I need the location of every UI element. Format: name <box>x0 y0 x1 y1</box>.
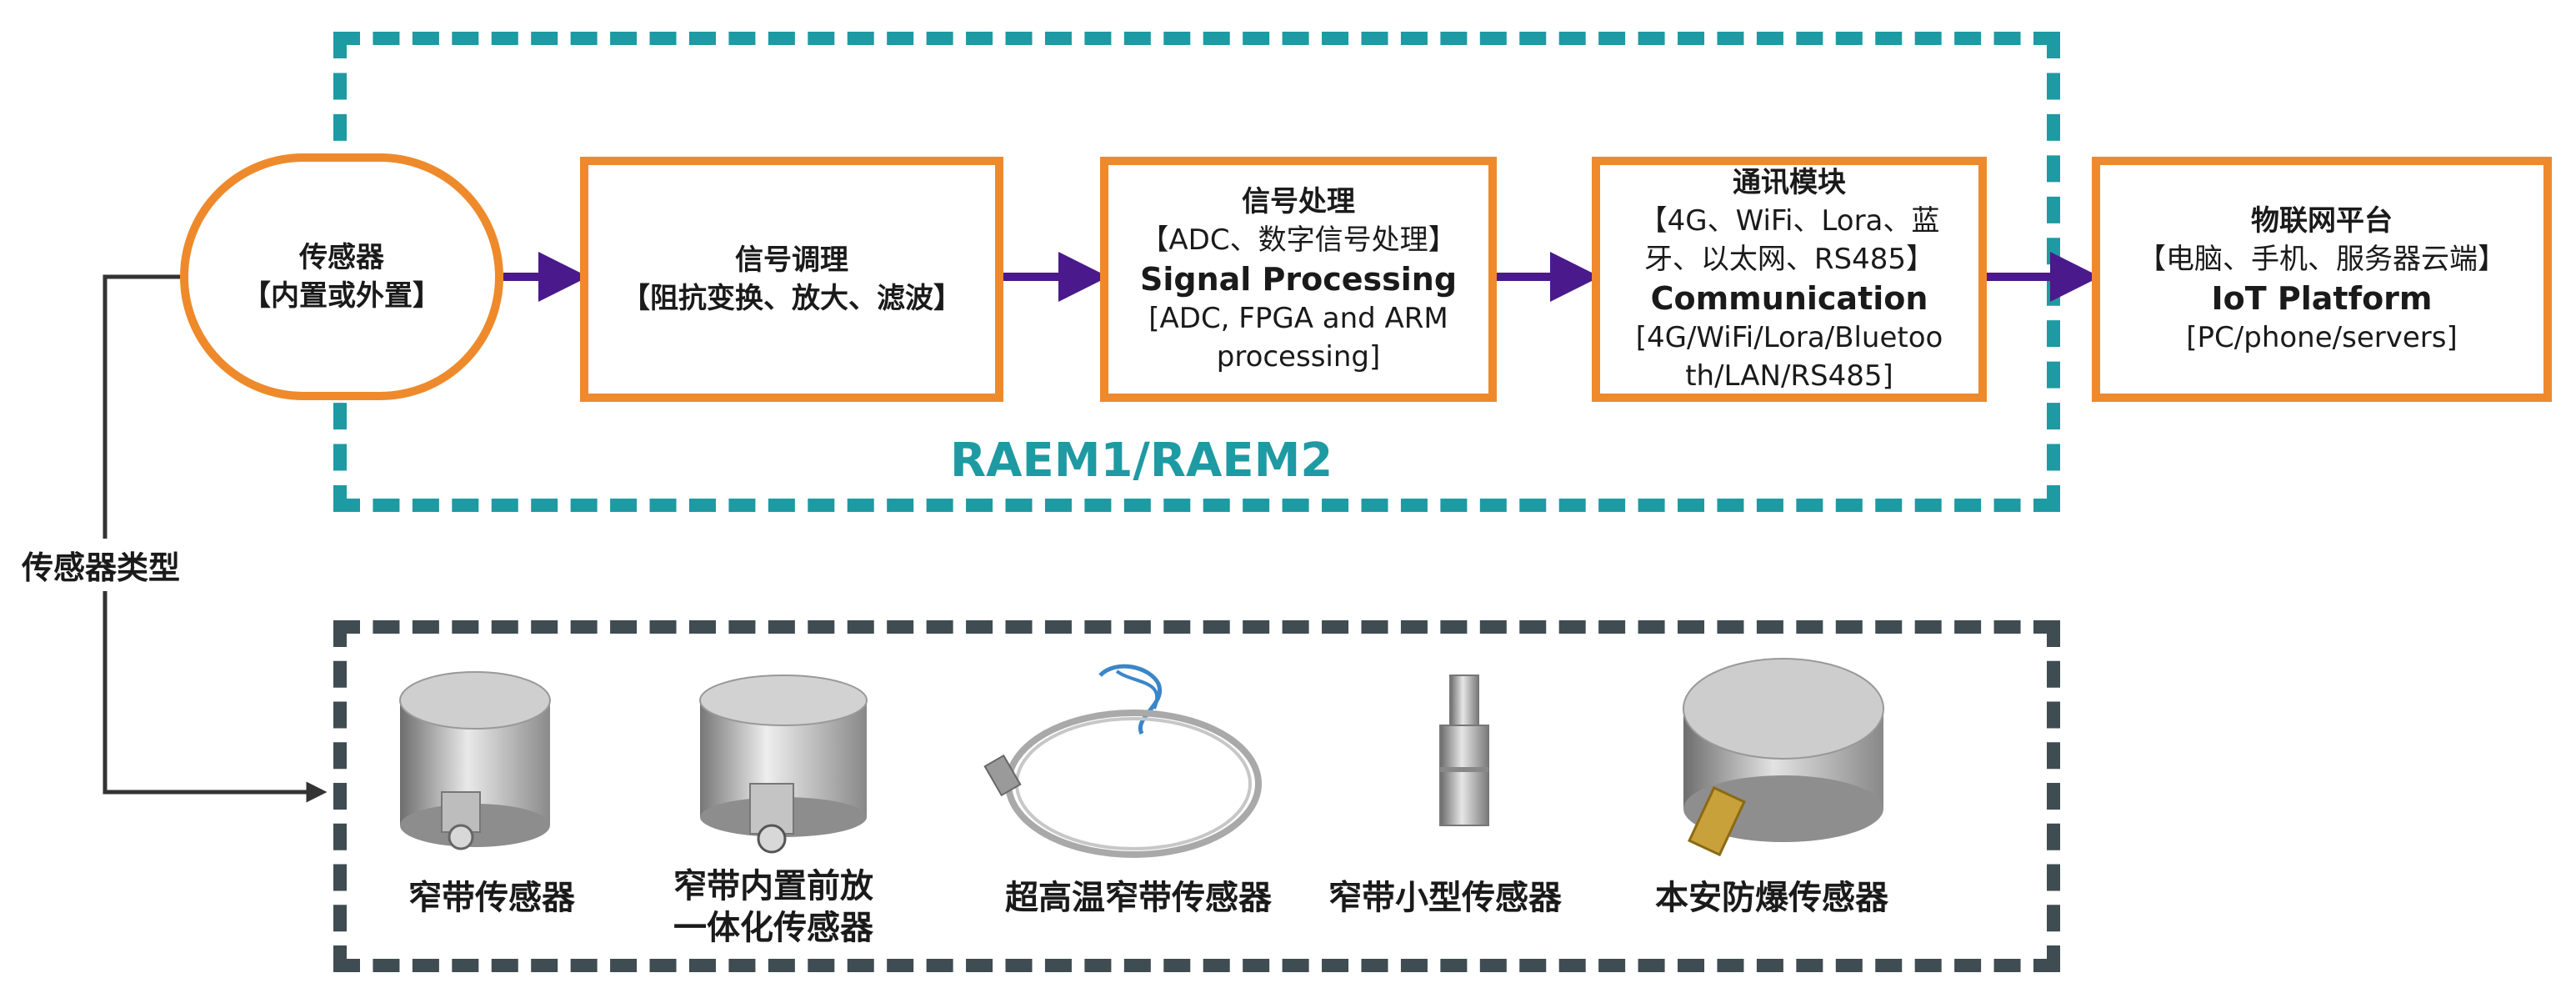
sensor-type-label-narrowband: 窄带传感器 <box>408 879 575 917</box>
communication-title: 通讯模块 <box>1733 166 1846 199</box>
iot-title: 物联网平台 <box>2251 204 2393 238</box>
sensor-types-connector <box>103 274 307 795</box>
sensor-type-label-miniature: 窄带小型传感器 <box>1328 879 1562 917</box>
signal-conditioning-box: 信号调理 【阻抗变换、放大、滤波】 <box>580 157 1003 402</box>
iot-subtitle-cn: 【电脑、手机、服务器云端】 <box>2138 243 2506 276</box>
iot-subtitle-en: [PC/phone/servers] <box>2186 321 2458 354</box>
conditioning-title: 信号调理 <box>735 243 848 277</box>
sensor-box: 传感器 【内置或外置】 <box>180 153 503 400</box>
processing-subtitle-en-2: processing] <box>1216 340 1381 374</box>
integrated-preamp-sensor-image <box>699 675 868 854</box>
sensor-subtitle: 【内置或外置】 <box>243 279 441 313</box>
communication-subtitle-en-1: [4G/WiFi/Lora/Bluetoo <box>1635 321 1943 354</box>
sensor-type-label-high-temp: 超高温窄带传感器 <box>1005 879 1272 917</box>
sensor-type-label-explosion-proof: 本安防爆传感器 <box>1655 879 1888 917</box>
sensor-types-frame <box>333 620 2060 972</box>
conditioning-subtitle: 【阻抗变换、放大、滤波】 <box>622 282 962 315</box>
explosion-proof-sensor-image <box>1683 658 1884 857</box>
sensor-types-label: 传感器类型 <box>18 539 184 591</box>
high-temp-sensor-image <box>983 664 1262 858</box>
sensor-title: 传感器 <box>299 241 384 274</box>
communication-title-en: Communication <box>1650 280 1928 317</box>
signal-processing-box: 信号处理 【ADC、数字信号处理】 Signal Processing [ADC… <box>1100 157 1497 402</box>
processing-title: 信号处理 <box>1242 185 1355 218</box>
communication-box: 通讯模块 【4G、WiFi、Lora、蓝 牙、以太网、RS485】 Commun… <box>1592 157 1987 402</box>
processing-title-en: Signal Processing <box>1139 261 1458 298</box>
raem-group-label: RAEM1/RAEM2 <box>950 434 1333 488</box>
processing-subtitle-en-1: [ADC, FPGA and ARM <box>1148 302 1448 335</box>
iot-platform-box: 物联网平台 【电脑、手机、服务器云端】 IoT Platform [PC/pho… <box>2092 157 2552 402</box>
miniature-sensor-image <box>1439 675 1489 826</box>
communication-subtitle-en-2: th/LAN/RS485] <box>1685 359 1893 393</box>
sensor-type-label-integrated-line-2: 一体化传感器 <box>673 909 873 947</box>
iot-title-en: IoT Platform <box>2211 280 2433 317</box>
communication-subtitle-cn-1: 【4G、WiFi、Lora、蓝 <box>1638 204 1940 238</box>
communication-subtitle-cn-2: 牙、以太网、RS485】 <box>1643 243 1935 276</box>
sensor-type-label-integrated-line-1: 窄带内置前放 <box>673 867 873 905</box>
narrowband-sensor-image <box>399 671 551 850</box>
sensor-type-label-integrated: 窄带内置前放 一体化传感器 <box>673 865 873 949</box>
processing-subtitle-cn: 【ADC、数字信号处理】 <box>1140 223 1457 257</box>
